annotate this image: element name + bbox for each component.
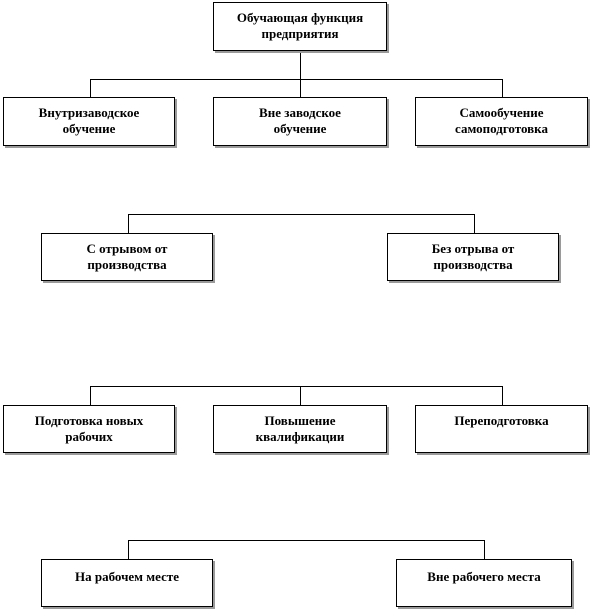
connector-group3-left <box>90 386 91 405</box>
off-job-line2: производства <box>87 257 167 272</box>
connector-group2-bar <box>128 214 474 215</box>
new-workers-training-line1: Подготовка новых <box>34 413 144 428</box>
connector-group3-right <box>502 386 503 405</box>
connector-group2-right <box>474 214 475 233</box>
qualification-upgrade-line2: квалификации <box>255 429 345 444</box>
off-job-line1: С отрывом от <box>86 241 168 256</box>
connector-group1-right <box>502 79 503 97</box>
self-education-line1: Самообучение <box>459 105 544 120</box>
in-plant-training-line1: Внутризаводское <box>38 105 140 120</box>
root-box: Обучающая функция предприятия <box>213 2 387 51</box>
connector-group2-left <box>128 214 129 233</box>
root-box-line1: Обучающая функция <box>236 10 364 25</box>
off-plant-training-line1: Вне заводское <box>259 105 341 120</box>
connector-group4-bar <box>128 540 484 541</box>
connector-group1-left <box>90 79 91 97</box>
root-box-line2: предприятия <box>261 26 339 41</box>
at-workplace-label: На рабочем месте <box>75 569 179 584</box>
in-plant-training-line2: обучение <box>62 121 116 136</box>
off-job-box: С отрывом от производства <box>41 233 213 281</box>
off-plant-training-box: Вне заводское обучение <box>213 97 387 146</box>
connector-group3-mid <box>300 386 301 405</box>
qualification-upgrade-line1: Повышение <box>264 413 336 428</box>
outside-workplace-box: Вне рабочего места <box>396 559 572 607</box>
connector-group1-bar <box>90 79 502 80</box>
qualification-upgrade-box: Повышение квалификации <box>213 405 387 453</box>
self-education-line2: самоподготовка <box>455 121 548 136</box>
connector-group3-bar <box>90 386 502 387</box>
retraining-box: Переподготовка <box>415 405 588 453</box>
connector-group4-right <box>484 540 485 559</box>
on-job-box: Без отрыва от производства <box>387 233 559 281</box>
off-plant-training-line2: обучение <box>273 121 327 136</box>
connector-root-down <box>300 51 301 79</box>
at-workplace-box: На рабочем месте <box>41 559 213 607</box>
self-education-box: Самообучение самоподготовка <box>415 97 588 146</box>
connector-group1-mid <box>300 79 301 97</box>
on-job-line1: Без отрыва от <box>431 241 515 256</box>
retraining-line1: Переподготовка <box>454 413 549 428</box>
outside-workplace-label: Вне рабочего места <box>427 569 541 584</box>
new-workers-training-box: Подготовка новых рабочих <box>3 405 175 453</box>
on-job-line2: производства <box>433 257 513 272</box>
in-plant-training-box: Внутризаводское обучение <box>3 97 175 146</box>
new-workers-training-line2: рабочих <box>65 429 113 444</box>
connector-group4-left <box>128 540 129 559</box>
